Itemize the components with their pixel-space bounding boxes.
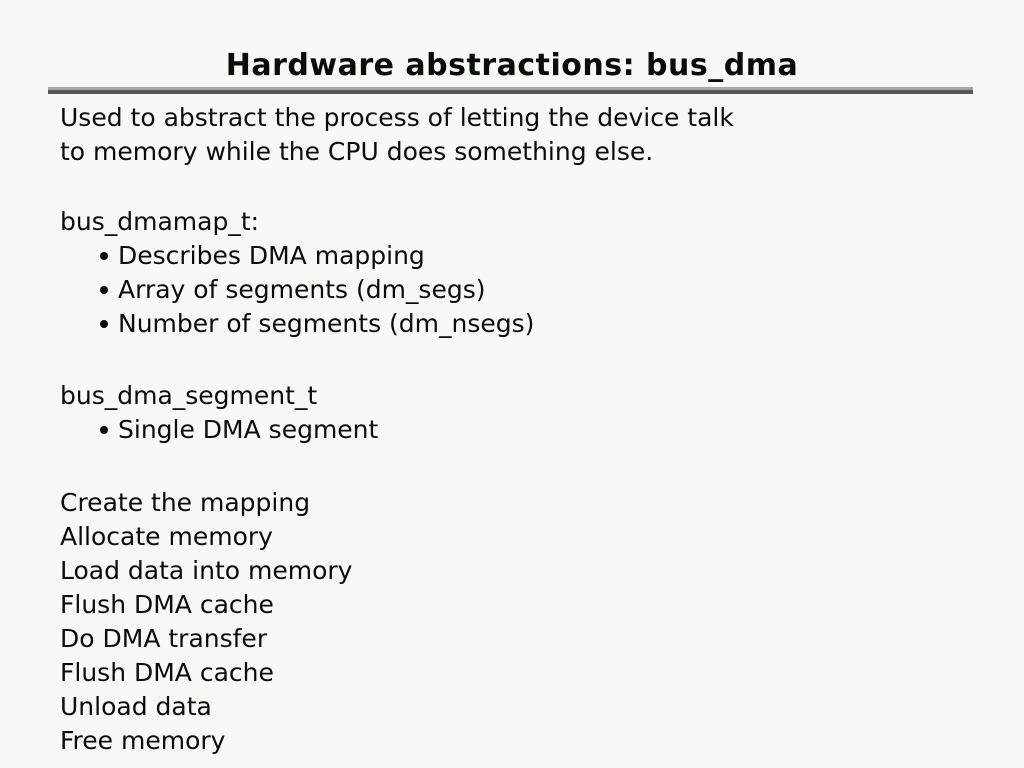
step-line: Do DMA transfer — [60, 624, 268, 653]
bullet-text: Describes DMA mapping — [118, 241, 425, 270]
step-line: Flush DMA cache — [60, 590, 274, 619]
intro-line-2: to memory while the CPU does something e… — [60, 137, 654, 166]
vertical-spacer — [60, 169, 1000, 205]
bullet-item: Describes DMA mapping — [60, 239, 1000, 273]
slide-body: Used to abstract the process of letting … — [60, 101, 1000, 758]
title-underline-rule — [48, 87, 973, 94]
step-line: Load data into memory — [60, 556, 353, 585]
section-heading-bus-dmamap-t: bus_dmamap_t: — [60, 207, 260, 236]
step-line: Unload data — [60, 692, 212, 721]
bullet-text: Single DMA segment — [118, 415, 379, 444]
bullet-item: Number of segments (dm_nsegs) — [60, 307, 1000, 341]
bullet-text: Array of segments (dm_segs) — [118, 275, 486, 304]
bullet-text: Number of segments (dm_nsegs) — [118, 309, 535, 338]
slide-title: Hardware abstractions: bus_dma — [225, 48, 799, 83]
bullet-dot-icon — [100, 426, 108, 434]
bullet-dot-icon — [100, 252, 108, 260]
bullet-dot-icon — [100, 320, 108, 328]
bullet-dot-icon — [100, 286, 108, 294]
bullet-item: Single DMA segment — [60, 413, 1000, 447]
intro-line-1: Used to abstract the process of letting … — [60, 103, 734, 132]
step-line: Flush DMA cache — [60, 658, 274, 687]
step-line: Free memory — [60, 726, 226, 755]
step-line: Create the mapping — [60, 488, 311, 517]
vertical-spacer — [60, 341, 1000, 379]
step-line: Allocate memory — [60, 522, 273, 551]
section-heading-bus-dma-segment-t: bus_dma_segment_t — [60, 381, 318, 410]
vertical-spacer — [60, 447, 1000, 486]
bullet-item: Array of segments (dm_segs) — [60, 273, 1000, 307]
